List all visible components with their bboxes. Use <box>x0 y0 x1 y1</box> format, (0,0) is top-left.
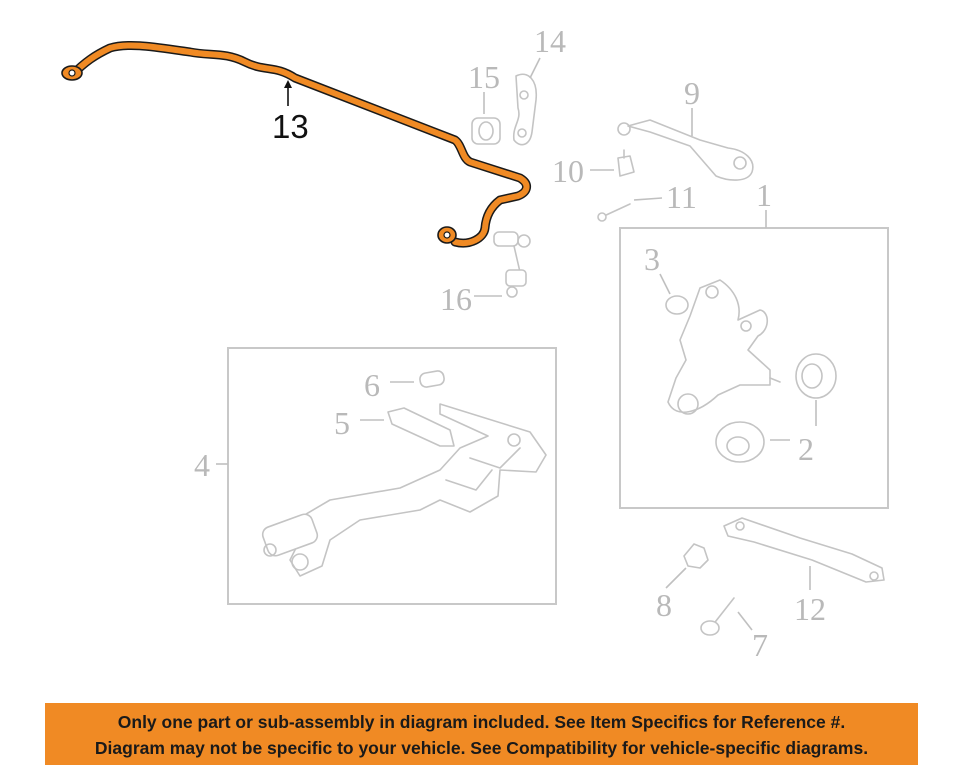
arrow-13-icon <box>284 80 292 88</box>
callout-13[interactable]: 13 <box>272 108 309 145</box>
callout-12: 12 <box>794 591 826 627</box>
bracket-part-12 <box>723 517 885 583</box>
callout-9: 9 <box>684 75 700 111</box>
bushing-part-2b <box>715 421 765 463</box>
bushing-part-3 <box>665 295 689 315</box>
nut-part-10 <box>617 149 635 177</box>
callout-leader-3 <box>659 273 671 295</box>
callout-4: 4 <box>194 447 210 483</box>
bushing-part-2a <box>795 353 837 399</box>
trailing-arm-group-box <box>227 347 557 605</box>
callout-2: 2 <box>798 431 814 467</box>
nut-part-8 <box>683 543 709 569</box>
callout-10: 10 <box>552 153 584 189</box>
callout-3: 3 <box>644 241 660 277</box>
callout-1: 1 <box>756 177 772 213</box>
callout-16: 16 <box>440 281 472 317</box>
callout-6: 6 <box>364 367 380 403</box>
knuckle-part <box>667 279 781 415</box>
callout-11: 11 <box>666 179 697 215</box>
bracket-part-5 <box>387 407 455 447</box>
bushing-part-trailing <box>261 513 319 557</box>
bolt-part-7 <box>700 597 735 636</box>
notice-line-2: Diagram may not be specific to your vehi… <box>94 738 869 758</box>
bracket-part-14 <box>512 73 538 146</box>
control-arm-part-9 <box>617 119 754 181</box>
callout-15: 15 <box>468 59 500 95</box>
callout-7: 7 <box>752 627 768 663</box>
notice-line-1: Only one part or sub-assembly in diagram… <box>117 712 846 732</box>
stabilizer-bar-part-13[interactable] <box>61 40 531 248</box>
bolt-part-11 <box>597 203 631 222</box>
trailing-arm-part <box>289 403 547 577</box>
callout-leader-11 <box>633 197 663 201</box>
notice-banner: Only one part or sub-assembly in diagram… <box>45 703 918 765</box>
bolt-part-6 <box>419 370 445 388</box>
stabilizer-link-part-16 <box>493 231 531 298</box>
callout-5: 5 <box>334 405 350 441</box>
callout-leader-8 <box>665 567 687 589</box>
callout-leader-14 <box>529 57 541 79</box>
bushing-part-15 <box>471 117 501 145</box>
callout-leader-7 <box>737 611 753 631</box>
callout-8: 8 <box>656 587 672 623</box>
knuckle-group-box <box>619 227 889 509</box>
callout-14: 14 <box>534 23 566 59</box>
